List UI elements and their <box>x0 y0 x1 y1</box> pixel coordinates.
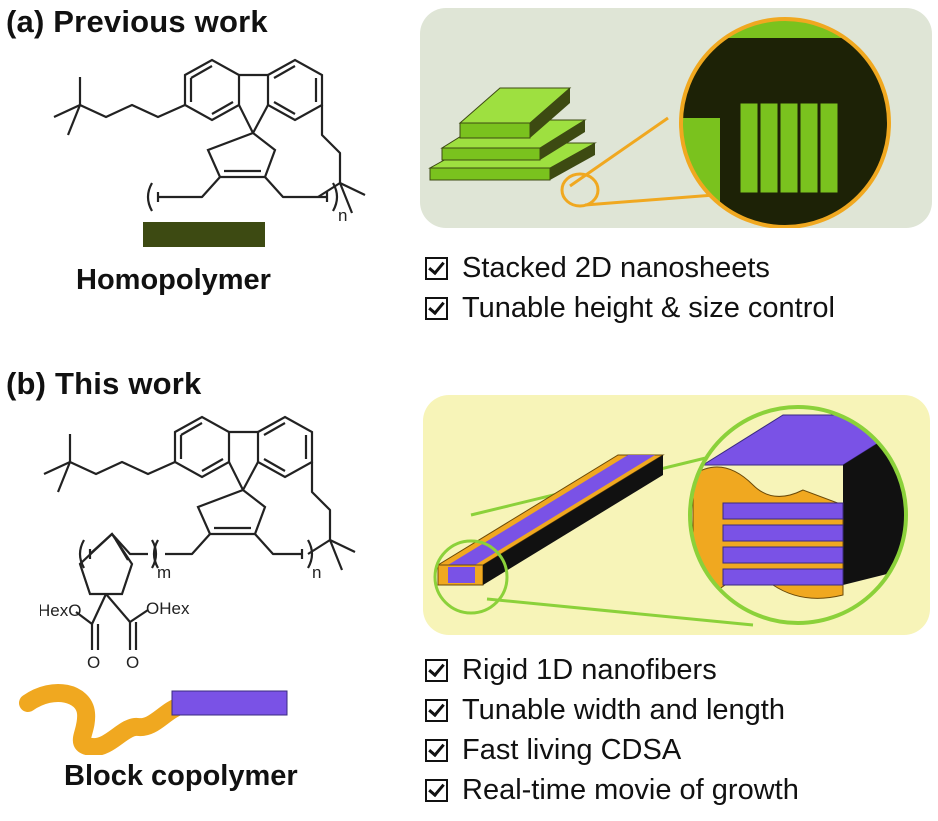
repeat-label-n: n <box>312 563 321 582</box>
nanofiber-panel <box>423 395 930 635</box>
right-benzene-ring <box>266 58 324 122</box>
checkbox-icon <box>425 738 448 762</box>
feature-item: Fast living CDSA <box>425 730 799 770</box>
section-b-title: (b) This work <box>6 366 202 401</box>
repeat-label-n: n <box>338 206 347 225</box>
zoom-ring-small <box>560 172 600 208</box>
block-copolymer-structure: n m HexO OHex O O <box>40 415 356 672</box>
feature-item: Real-time movie of growth <box>425 770 799 810</box>
checkbox-icon <box>425 698 448 722</box>
feature-item: Stacked 2D nanosheets <box>425 248 835 288</box>
ester-label-left: HexO <box>40 601 81 620</box>
zoom-ring-large <box>679 17 891 228</box>
checkbox-icon <box>425 778 448 802</box>
core-block-rod <box>171 690 288 716</box>
feature-list-a: Stacked 2D nanosheets Tunable height & s… <box>425 248 835 328</box>
feature-item: Tunable width and length <box>425 690 799 730</box>
repeat-label-m: m <box>157 563 171 582</box>
zoom-ring-large <box>688 405 908 625</box>
oxygen-label-left: O <box>87 653 100 672</box>
feature-list-b: Rigid 1D nanofibers Tunable width and le… <box>425 650 799 810</box>
block-copolymer-caption: Block copolymer <box>64 760 298 792</box>
section-a-title: (a) Previous work <box>6 4 268 39</box>
ester-label-right: OHex <box>146 599 190 618</box>
checkbox-icon <box>425 296 448 320</box>
nanosheet-panel <box>420 8 932 228</box>
block-copolymer-cartoon <box>19 684 288 755</box>
checkbox-icon <box>425 256 448 280</box>
checkbox-icon <box>425 658 448 682</box>
corona-block-coil <box>19 684 191 755</box>
oxygen-label-right: O <box>126 653 139 672</box>
nanosheet-illustration <box>428 17 891 228</box>
nanofiber-illustration <box>433 405 908 627</box>
feature-item: Rigid 1D nanofibers <box>425 650 799 690</box>
zoom-ring-small <box>433 539 509 615</box>
feature-item: Tunable height & size control <box>425 288 835 328</box>
homopolymer-structure: n <box>53 58 366 225</box>
homopolymer-caption: Homopolymer <box>76 264 271 296</box>
left-benzene-ring <box>183 58 241 122</box>
homopolymer-bar <box>143 222 265 247</box>
